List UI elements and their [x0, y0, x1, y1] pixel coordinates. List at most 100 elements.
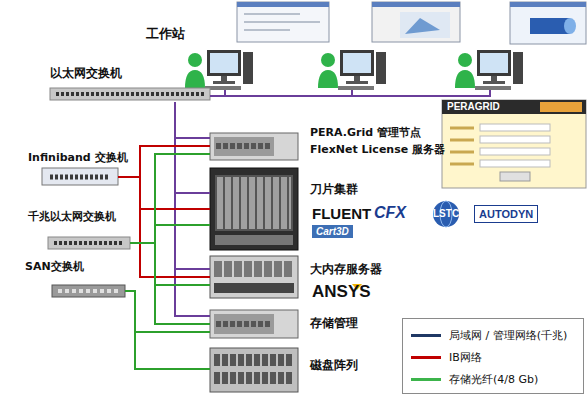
- switch-node: Infiniband 交换机: [42, 152, 118, 186]
- network-link: [130, 243, 210, 324]
- legend-text: IB网络: [449, 350, 482, 365]
- screenshot-line: [244, 21, 320, 23]
- workstation: [455, 50, 523, 90]
- node-label: 刀片集群: [310, 182, 358, 196]
- server-icon: [210, 133, 298, 160]
- server-node: 大内存服务器: [210, 256, 400, 298]
- server-node: PERA.Grid 管理节点FlexNet License 服务器: [210, 130, 440, 162]
- legend-item: 存储光纤(4/8 Gb): [403, 371, 583, 387]
- server-front: [214, 314, 274, 334]
- node-label: 千兆以太网交换机: [28, 210, 116, 223]
- screenshot-view: [400, 12, 450, 38]
- server-icon: [210, 256, 298, 298]
- software-logo: Cart3D: [312, 225, 353, 238]
- server-front: [214, 283, 294, 293]
- login-caption: [450, 127, 474, 130]
- legend-line-sample: [411, 334, 441, 337]
- network-link: [130, 154, 210, 243]
- login-header: [442, 100, 586, 114]
- software-logo: ANSYS: [312, 283, 371, 302]
- workstation: [318, 50, 386, 90]
- window-title: PERAGRID: [447, 101, 500, 112]
- legend-item: IB网络: [403, 349, 583, 365]
- legend-box: 局域网 / 管理网络(千兆) IB网络存储光纤(4/8 Gb): [402, 318, 584, 394]
- switch-ports: [58, 289, 119, 293]
- server-icon: [210, 310, 298, 338]
- screenshot-line: [244, 29, 290, 31]
- screenshot: [372, 2, 460, 42]
- screenshot-bar: [510, 2, 586, 7]
- switch-icon: [42, 168, 118, 185]
- switch-node: 以太网交换机: [50, 66, 210, 102]
- login-field: [480, 124, 550, 131]
- network-link: [130, 225, 210, 243]
- network-link: [118, 177, 210, 277]
- node-label: PERA.Grid 管理节点: [310, 126, 421, 139]
- software-logo: AUTODYN: [474, 205, 538, 223]
- screenshot: [237, 2, 329, 42]
- login-caption: [450, 151, 474, 154]
- login-button: [500, 172, 530, 181]
- network-link: [125, 291, 210, 369]
- disk-bays: [214, 354, 294, 366]
- switch-ports: [50, 175, 110, 180]
- screenshot-line: [244, 13, 300, 15]
- login-caption: [450, 139, 474, 142]
- network-link: [175, 102, 210, 269]
- workstation-group: 工作站: [180, 42, 530, 90]
- login-caption: [450, 163, 474, 166]
- software-logo: LSTC: [433, 208, 459, 219]
- network-link: [210, 90, 490, 96]
- switch-icon: [48, 237, 130, 249]
- network-link: [175, 102, 210, 316]
- blade-chassis: [210, 168, 298, 250]
- network-link: [175, 102, 210, 138]
- network-link: [175, 102, 210, 193]
- server-bays: [216, 321, 272, 327]
- login-field: [480, 160, 550, 167]
- network-link: [118, 177, 210, 209]
- node-label: 以太网交换机: [50, 66, 122, 80]
- ethernet-drop: [224, 90, 226, 96]
- blade-psu: [215, 235, 293, 245]
- disk-array-icon: [210, 348, 298, 392]
- node-label: SAN交换机: [25, 260, 84, 273]
- node-label: 磁盘阵列: [310, 358, 358, 372]
- legend-text: 存储光纤(4/8 Gb): [449, 372, 538, 387]
- switch-icon: [52, 285, 125, 297]
- switch-icon: [50, 88, 210, 100]
- switch-ports: [56, 92, 204, 96]
- switch-ports: [54, 241, 124, 245]
- screenshot-bar: [372, 2, 460, 7]
- disk-bays: [214, 372, 294, 384]
- login-logo: [540, 102, 582, 112]
- software-logo: FLUENT: [312, 206, 371, 223]
- node-label: 存储管理: [310, 316, 358, 330]
- blades: [217, 177, 291, 229]
- server-front: [214, 137, 274, 156]
- screenshot: [510, 2, 586, 44]
- lstc-globe: [433, 201, 459, 227]
- node-label: FlexNet License 服务器: [310, 143, 445, 156]
- switch-node: SAN交换机: [52, 258, 125, 298]
- legend-line-sample: [411, 378, 441, 381]
- software-logo: CFX: [374, 204, 406, 222]
- screenshot-bar: [237, 2, 329, 7]
- login-field: [480, 136, 550, 143]
- legend-line-sample: [411, 356, 441, 359]
- node-label: 工作站: [146, 26, 185, 42]
- login-window: [442, 100, 586, 188]
- node-label: 大内存服务器: [310, 262, 382, 276]
- workstation: [185, 50, 253, 90]
- blade-bay: [215, 175, 293, 231]
- server-bays: [216, 143, 272, 149]
- legend-text: 局域网 / 管理网络(千兆): [449, 328, 567, 343]
- storage-node: 磁盘阵列: [210, 346, 380, 392]
- legend-item: 局域网 / 管理网络(千兆): [403, 327, 583, 343]
- network-link: [130, 243, 210, 285]
- network-link: [118, 146, 210, 177]
- screenshot-model: [405, 18, 440, 34]
- server-bays: [214, 261, 294, 277]
- ethernet-drop: [351, 90, 353, 96]
